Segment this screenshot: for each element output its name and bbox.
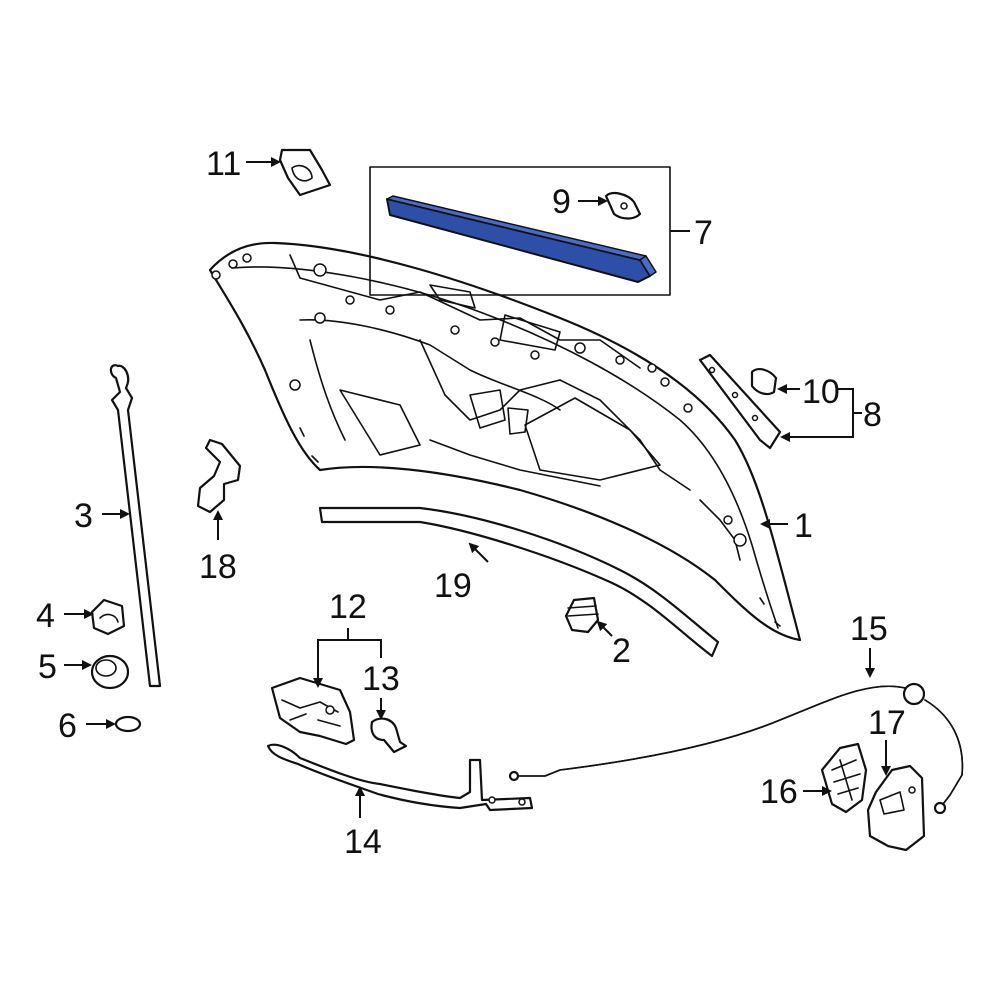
callout-10: 10: [802, 373, 840, 411]
callout-17: 17: [868, 704, 906, 742]
callout-16: 16: [760, 773, 798, 811]
callout-labels: 11 9 7 10 8 1 19 2 3 4 5 6 18 12 13 14 1…: [36, 145, 906, 861]
callout-19: 19: [434, 567, 472, 605]
callout-9: 9: [552, 183, 571, 221]
clip-10[interactable]: [750, 368, 778, 396]
bracket-11[interactable]: [278, 148, 332, 197]
prop-rod[interactable]: [109, 364, 162, 688]
hood-panel[interactable]: [208, 241, 802, 642]
callout-3: 3: [74, 497, 93, 535]
cable-15[interactable]: [508, 682, 964, 815]
callout-18: 18: [199, 548, 237, 586]
release-handle-16[interactable]: [820, 742, 868, 814]
bracket-18[interactable]: [196, 438, 242, 514]
leader-lines: [64, 157, 891, 818]
callout-2: 2: [612, 632, 631, 670]
grommet-5[interactable]: [90, 654, 130, 690]
hood-latch[interactable]: [270, 676, 356, 746]
bumper-2[interactable]: [564, 596, 600, 634]
release-cable-14[interactable]: [266, 743, 534, 812]
clip-13[interactable]: [370, 717, 408, 754]
clip-9[interactable]: [604, 192, 642, 220]
callout-6: 6: [58, 707, 77, 745]
prop-rod-clip[interactable]: [90, 598, 126, 636]
callout-14: 14: [344, 823, 382, 861]
hood-weatherstrip-highlighted[interactable]: [386, 195, 657, 283]
callout-15: 15: [850, 610, 888, 648]
ring-6[interactable]: [114, 715, 142, 733]
hood-seal[interactable]: [318, 506, 720, 658]
callout-11: 11: [206, 145, 241, 183]
bracket-8[interactable]: [698, 353, 782, 450]
callout-12: 12: [329, 588, 367, 626]
callout-4: 4: [36, 597, 55, 635]
callout-13: 13: [362, 660, 400, 698]
bracket-17[interactable]: [866, 764, 926, 852]
callout-1: 1: [794, 507, 813, 545]
callout-7: 7: [694, 214, 713, 252]
callout-8: 8: [863, 396, 882, 434]
callout-5: 5: [38, 648, 57, 686]
